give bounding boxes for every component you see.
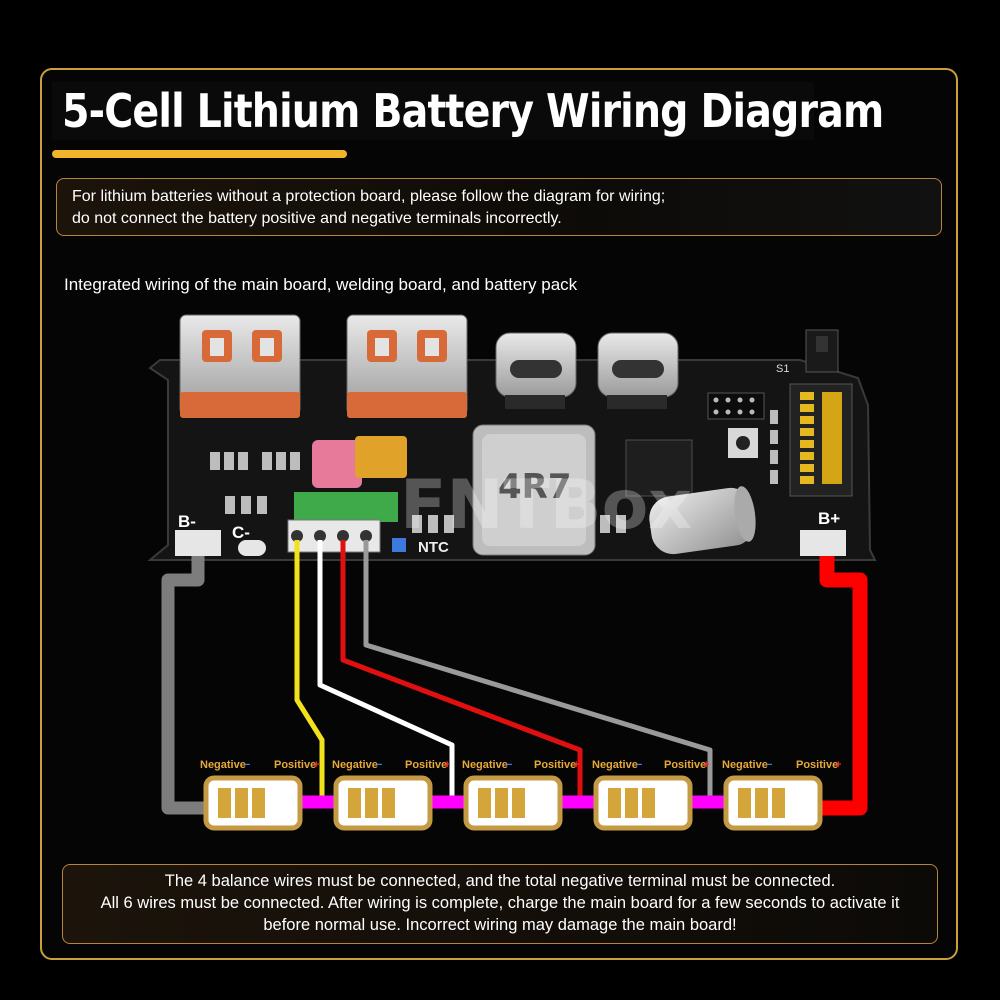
balance-wire-1: [294, 540, 325, 808]
ntc-connector: [392, 538, 406, 552]
main-negative-wire: [161, 556, 215, 815]
pcb-board: S1: [147, 314, 877, 561]
wires: [161, 540, 868, 816]
b-plus-pad: [800, 530, 846, 556]
b-minus-label: B-: [178, 512, 196, 531]
title-underline: [52, 150, 347, 158]
page-title: 5-Cell Lithium Battery Wiring Diagram: [62, 84, 884, 138]
balance-connector: [287, 492, 398, 553]
s1-label: S1: [776, 363, 789, 375]
battery-cell-5: [723, 775, 823, 831]
battery-cell-2: [333, 775, 433, 831]
yellow-component: [355, 436, 407, 478]
warning-line-1: The 4 balance wires must be connected, a…: [164, 872, 836, 890]
svg-text:−: −: [766, 759, 772, 771]
warning-box: [62, 864, 938, 944]
balance-wire-3: [340, 540, 583, 808]
c-minus-pad: [238, 540, 266, 556]
balance-wire-4: [363, 540, 713, 808]
warning-line-2: All 6 wires must be connected. After wir…: [100, 894, 900, 912]
svg-text:+: +: [444, 759, 450, 771]
svg-text:−: −: [506, 759, 512, 771]
b-minus-pad: [175, 530, 221, 556]
svg-text:−: −: [376, 759, 382, 771]
pin-header: [707, 392, 765, 420]
controller-ic: [625, 439, 693, 497]
cell-3-positive-label: Positive: [534, 759, 576, 771]
cell-4-positive-label: Positive: [664, 759, 706, 771]
inductor-label: 4R7: [498, 467, 572, 507]
battery-cell-1: [203, 775, 303, 831]
cell-2-positive-label: Positive: [405, 759, 447, 771]
c-minus-label: C-: [232, 523, 250, 542]
ntc-label: NTC: [418, 539, 449, 556]
notice-box: [56, 178, 942, 236]
usb-c-port-right: [597, 332, 679, 409]
section-subheading: Integrated wiring of the main board, wel…: [64, 275, 578, 294]
cell-1-negative-label: Negative: [200, 759, 246, 771]
dip-switch: [789, 383, 853, 497]
pink-component: [312, 440, 362, 488]
smd-resistors: [210, 410, 778, 533]
notice-line-1: For lithium batteries without a protecti…: [72, 188, 666, 205]
battery-cell-3: [463, 775, 563, 831]
cell-3-negative-label: Negative: [462, 759, 508, 771]
watermark: FNTBox: [400, 466, 692, 545]
cell-5-positive-label: Positive: [796, 759, 838, 771]
usb-a-port-right: [346, 314, 468, 418]
usb-a-port-left: [179, 314, 301, 418]
battery-cells: [203, 775, 823, 831]
svg-text:−: −: [244, 759, 250, 771]
svg-text:+: +: [313, 759, 319, 771]
slide-switch: [805, 329, 839, 373]
cell-terminal-labels: Negative − Positive + Negative − Positiv…: [200, 759, 841, 771]
svg-text:−: −: [636, 759, 642, 771]
cell-2-negative-label: Negative: [332, 759, 378, 771]
inductor: [472, 424, 596, 556]
capacitor: [649, 486, 756, 555]
warning-line-3: before normal use. Incorrect wiring may …: [263, 916, 737, 934]
notice-line-2: do not connect the battery positive and …: [72, 210, 562, 227]
usb-c-port-left: [495, 332, 577, 409]
title-background: [52, 82, 814, 140]
battery-cell-4: [593, 775, 693, 831]
svg-text:+: +: [703, 759, 709, 771]
svg-text:+: +: [573, 759, 579, 771]
balance-wire-2: [317, 540, 455, 808]
cell-1-positive-label: Positive: [274, 759, 316, 771]
svg-text:+: +: [835, 759, 841, 771]
cell-4-negative-label: Negative: [592, 759, 638, 771]
b-plus-label: B+: [818, 509, 840, 528]
main-positive-wire: [812, 556, 868, 816]
cell-5-negative-label: Negative: [722, 759, 768, 771]
